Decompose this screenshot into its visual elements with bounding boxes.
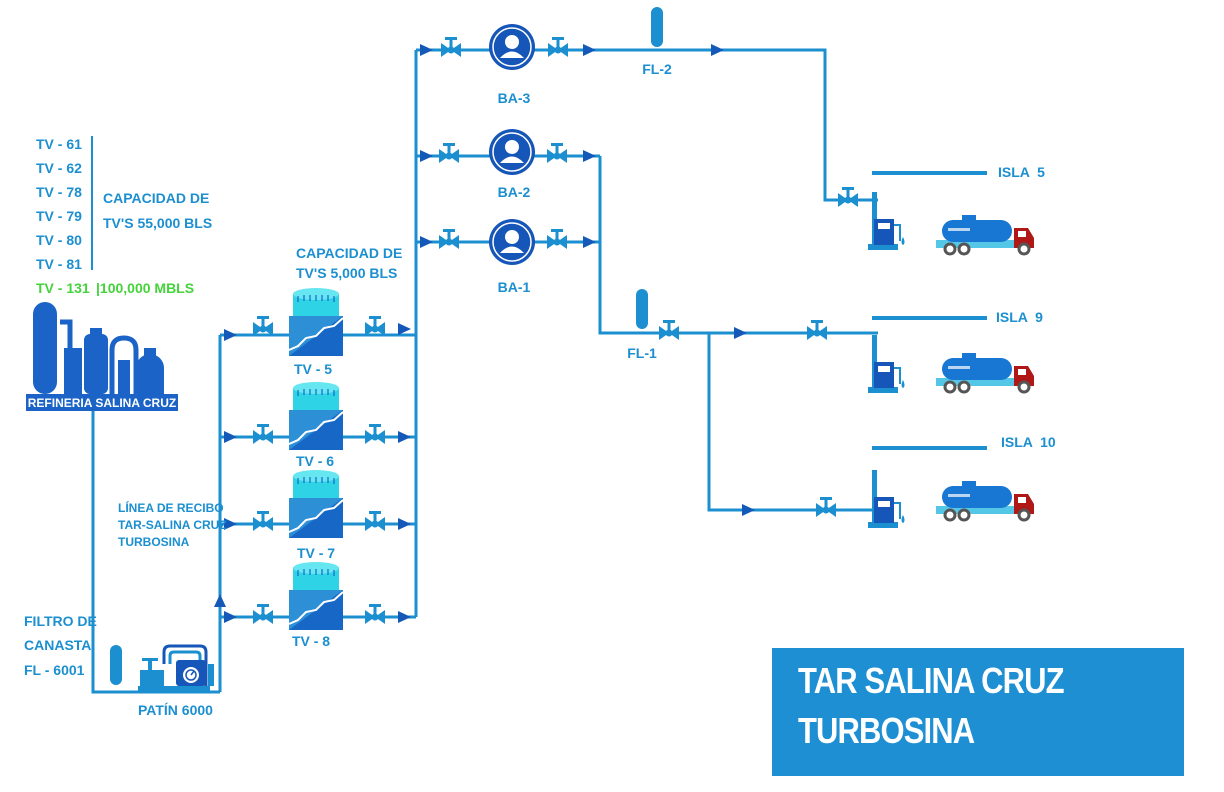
receive-line-label-2: TAR-SALINA CRUZ (118, 518, 227, 532)
tank-tv6-icon (288, 381, 344, 451)
tank-capacity-line1: CAPACIDAD DE (296, 245, 402, 261)
refinery-label: REFINERIA SALINA CRUZ (28, 396, 176, 410)
patin-label: PATÍN 6000 (138, 702, 213, 718)
isla-10-label: ISLA 10 (1001, 434, 1056, 450)
filter-label-line1: FILTRO DE (24, 613, 97, 629)
pump-ba3-label: BA-3 (498, 90, 531, 106)
source-tanks-bracket (91, 136, 93, 270)
source-tank-label: TV - 62 (36, 160, 82, 176)
tank-tv6-label: TV - 6 (296, 453, 334, 469)
tank-tv8-label: TV - 8 (292, 633, 330, 649)
title-banner: TAR SALINA CRUZ TURBOSINA (772, 648, 1184, 776)
island-10-icon (867, 446, 987, 529)
filter-label-line2: CANASTA (24, 637, 91, 653)
isla-5-label: ISLA 5 (998, 164, 1045, 180)
truck-isla5-icon (934, 213, 1036, 256)
source-tank-label: TV - 61 (36, 136, 82, 152)
pipe-network (91, 48, 878, 694)
source-tank-label: TV - 80 (36, 232, 82, 248)
source-capacity-line1: CAPACIDAD DE (103, 190, 209, 206)
fl1-line (598, 156, 878, 335)
island-9-icon (867, 316, 987, 394)
isla-9-label: ISLA 9 (996, 309, 1043, 325)
truck-isla9-icon (934, 351, 1036, 394)
truck-isla10-icon (934, 479, 1036, 522)
tv131-label: TV - 131 (36, 280, 90, 296)
isla10-line (707, 333, 878, 512)
tank-tv7-label: TV - 7 (297, 545, 335, 561)
title-line-1: TAR SALINA CRUZ (798, 660, 1065, 701)
source-capacity-line2: TV'S 55,000 BLS (103, 215, 212, 231)
filter-fl2-icon (651, 7, 663, 47)
source-tank-label: TV - 81 (36, 256, 82, 272)
tank-tv5-label: TV - 5 (294, 361, 332, 377)
filter-fl6001-icon (110, 645, 122, 685)
tank-tv7-icon (288, 469, 344, 539)
receive-line-label-1: LÍNEA DE RECIBO (118, 500, 224, 515)
pump-ba2-label: BA-2 (498, 184, 531, 200)
pump-ba2-icon (488, 128, 536, 176)
pump-ba1-label: BA-1 (498, 279, 531, 295)
filter-fl1-icon (636, 289, 648, 329)
tank-tv5-icon (288, 287, 344, 357)
tank-capacity-line2: TV'S 5,000 BLS (296, 265, 397, 281)
source-tank-label: TV - 79 (36, 208, 82, 224)
filter-fl2-label: FL-2 (642, 61, 672, 77)
island-5-icon (867, 171, 987, 251)
pump-ba3-icon (488, 23, 536, 71)
title-line-2: TURBOSINA (798, 710, 975, 751)
pump-ba1-icon (488, 218, 536, 266)
valves (253, 37, 858, 624)
source-tank-label: TV - 78 (36, 184, 82, 200)
patin-skid-icon (138, 644, 214, 692)
tv131-capacity: |100,000 MBLS (96, 280, 194, 296)
receive-line-label-3: TURBOSINA (118, 535, 190, 549)
filter-fl1-label: FL-1 (627, 345, 657, 361)
refinery-icon (26, 302, 178, 411)
filter-label-line3: FL - 6001 (24, 662, 85, 678)
tank-tv8-icon (288, 561, 344, 631)
